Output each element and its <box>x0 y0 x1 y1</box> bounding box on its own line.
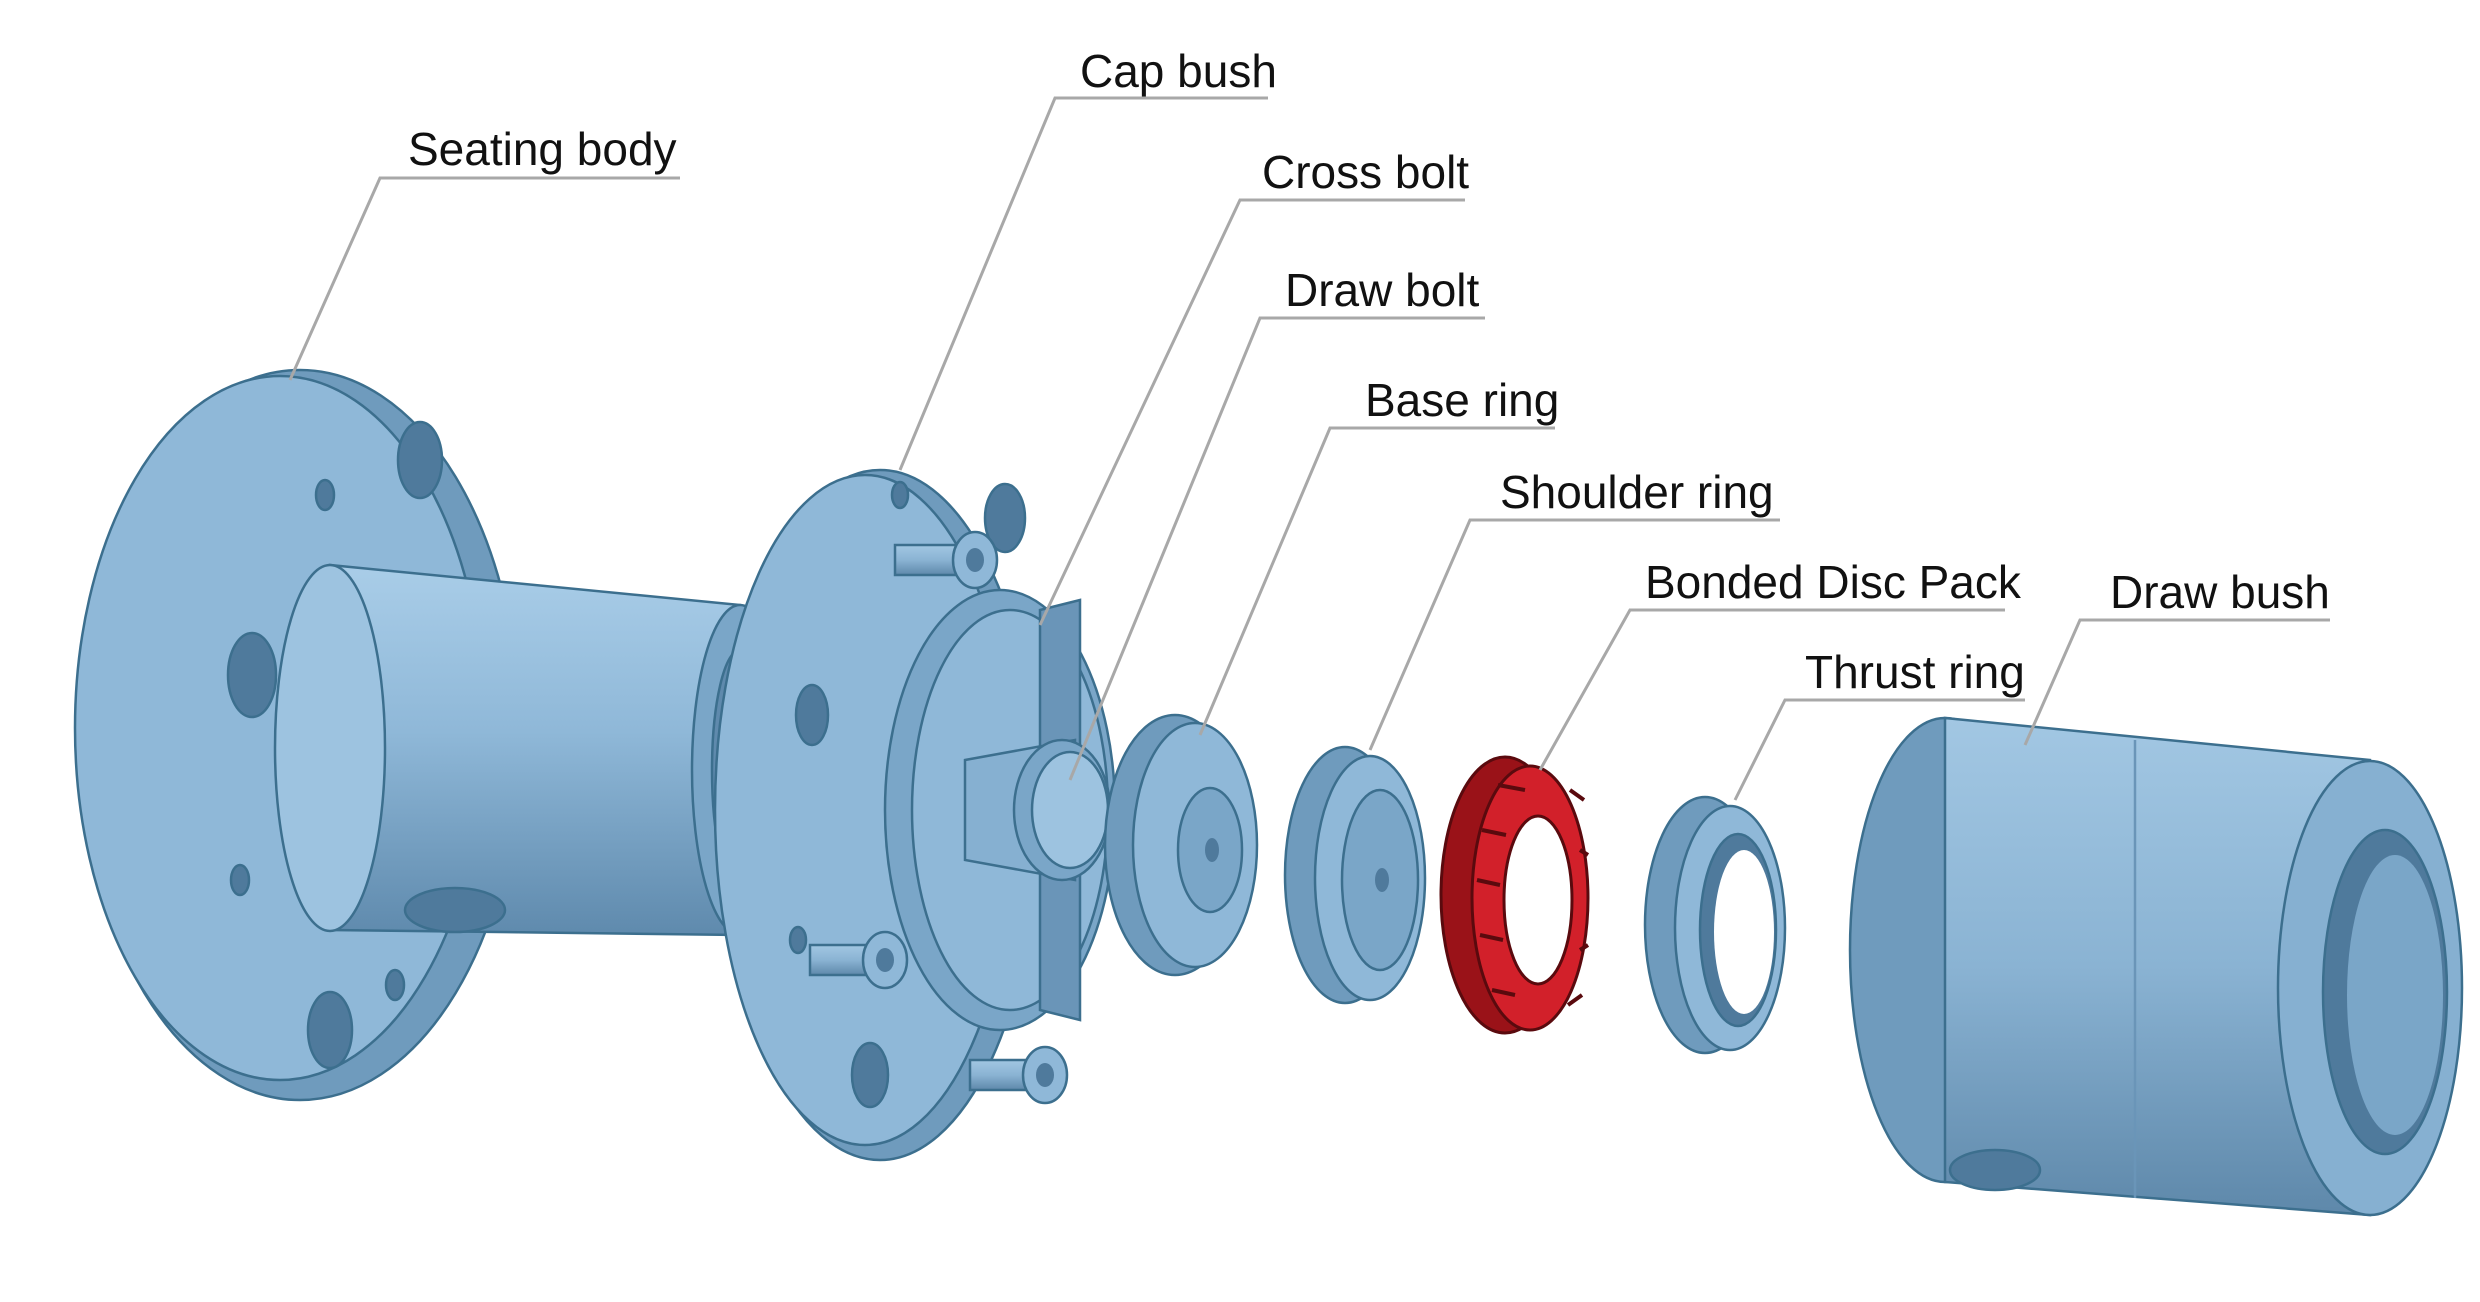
leader-bonded-disc-pack <box>1538 608 2005 771</box>
draw-bolt-part <box>1012 738 1112 882</box>
shoulder-ring-part <box>1283 745 1427 1005</box>
draw-bush-part <box>1848 716 2464 1217</box>
label-thrust-ring: Thrust ring <box>1805 646 2025 698</box>
label-shoulder-ring: Shoulder ring <box>1500 466 1774 518</box>
part-labels: Seating body Cap bush Cross bolt Draw bo… <box>408 45 2330 698</box>
label-seating-body: Seating body <box>408 123 677 175</box>
leader-lines <box>288 96 2330 801</box>
cap-screw-top <box>893 530 999 590</box>
leader-draw-bush <box>2023 618 2330 746</box>
bonded-disc-pack-part <box>1439 755 1590 1035</box>
leader-cross-bolt <box>1038 198 1465 626</box>
leader-cap-bush <box>898 96 1268 471</box>
leader-shoulder-ring <box>1368 518 1780 751</box>
cap-screw-bottom <box>968 1045 1069 1105</box>
base-ring-part <box>1103 713 1259 977</box>
label-cap-bush: Cap bush <box>1080 45 1277 97</box>
cap-screw-lower <box>808 930 909 990</box>
leader-thrust-ring <box>1733 698 2025 801</box>
label-draw-bush: Draw bush <box>2110 566 2330 618</box>
label-bonded-disc-pack: Bonded Disc Pack <box>1645 556 2022 608</box>
label-draw-bolt: Draw bolt <box>1285 264 1480 316</box>
label-cross-bolt: Cross bolt <box>1262 146 1469 198</box>
thrust-ring-part <box>1643 795 1787 1055</box>
seating-body-part <box>73 368 790 1102</box>
leader-base-ring <box>1198 426 1555 736</box>
leader-seating-body <box>288 176 680 381</box>
leader-draw-bolt <box>1068 316 1485 781</box>
label-base-ring: Base ring <box>1365 374 1559 426</box>
